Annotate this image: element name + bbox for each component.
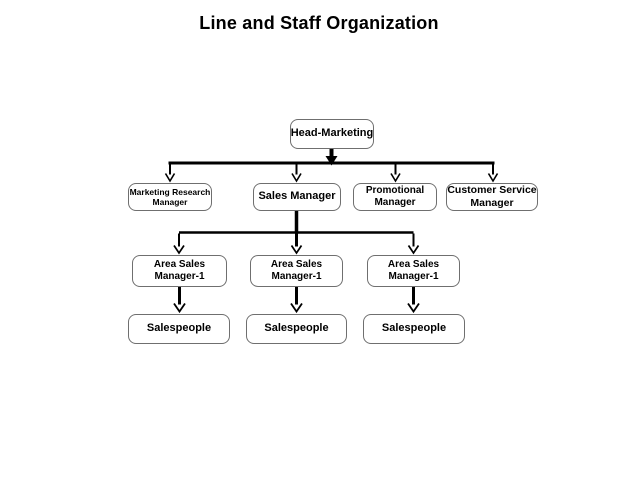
- node-label: Manager-1: [271, 271, 322, 282]
- node-label: Sales Manager: [258, 190, 336, 203]
- node-area-sales-manager-left: Area Sales Manager-1: [132, 255, 227, 287]
- node-label: Marketing Research: [129, 186, 211, 197]
- node-marketing-research-manager: Marketing Research Manager: [128, 183, 212, 211]
- node-salespeople-left: Salespeople: [128, 314, 230, 344]
- node-label: Promotional: [365, 185, 425, 196]
- node-label: Customer Service: [447, 184, 537, 197]
- node-label: Manager-1: [154, 271, 205, 282]
- node-sales-manager: Sales Manager: [253, 183, 341, 211]
- node-promotional-manager: Promotional Manager: [353, 183, 437, 211]
- node-salespeople-right: Salespeople: [363, 314, 465, 344]
- node-salespeople-middle: Salespeople: [246, 314, 347, 344]
- node-label: Area Sales: [270, 259, 323, 270]
- node-label: Salespeople: [146, 322, 212, 335]
- node-label: Manager: [374, 197, 416, 208]
- node-label: Manager-1: [388, 271, 439, 282]
- node-area-sales-manager-right: Area Sales Manager-1: [367, 255, 460, 287]
- node-label: Salespeople: [381, 322, 447, 335]
- node-head-marketing: Head-Marketing: [290, 119, 374, 149]
- node-label: Area Sales: [387, 259, 440, 270]
- node-label: Manager: [152, 197, 188, 207]
- node-label: Area Sales: [153, 259, 206, 270]
- node-area-sales-manager-middle: Area Sales Manager-1: [250, 255, 343, 287]
- node-label: Head-Marketing: [290, 127, 374, 140]
- page-title: Line and Staff Organization: [199, 13, 439, 33]
- node-label: Salespeople: [264, 322, 329, 335]
- node-label: Manager: [470, 197, 514, 209]
- node-customer-service-manager: Customer Service Manager: [446, 183, 538, 211]
